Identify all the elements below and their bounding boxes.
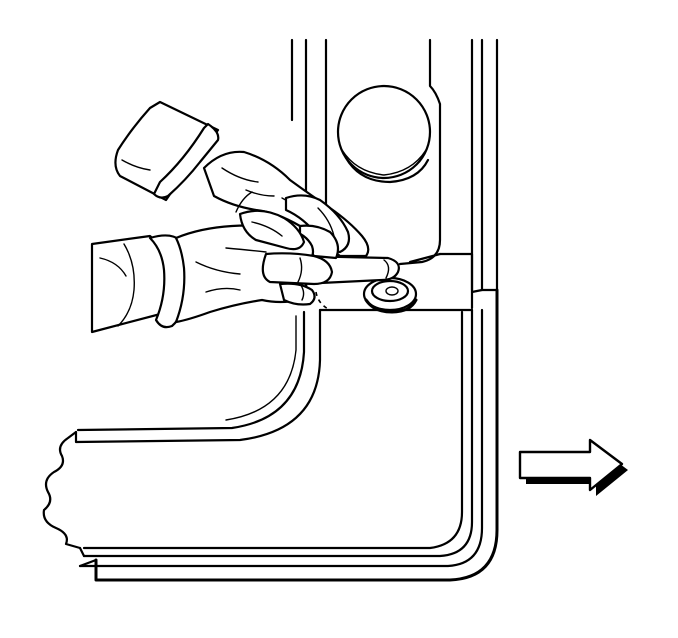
right-arrow-icon <box>518 438 628 496</box>
lower-hand <box>90 209 334 334</box>
grommet <box>362 276 418 314</box>
hidden-edge-line <box>315 291 372 311</box>
lower-sill <box>42 288 499 582</box>
round-plug <box>336 84 432 184</box>
